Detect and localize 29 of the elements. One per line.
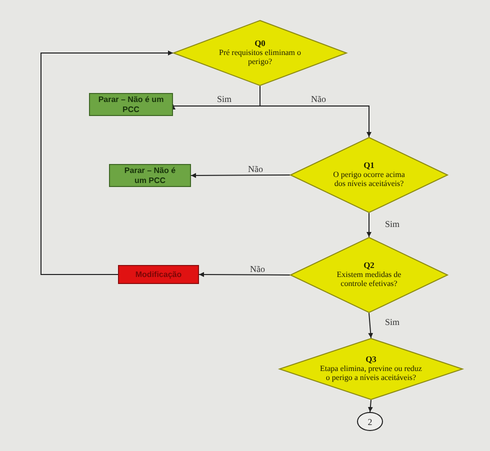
arrow bbox=[40, 50, 174, 275]
arrow bbox=[260, 86, 372, 138]
edge-label: Sim bbox=[216, 95, 233, 104]
decision-diamond bbox=[279, 338, 463, 400]
decision-diamond bbox=[290, 237, 448, 313]
question-number: Q2 bbox=[364, 261, 374, 271]
arrow bbox=[366, 212, 372, 238]
question-number: Q3 bbox=[366, 355, 376, 365]
edge-label: Sim bbox=[384, 220, 401, 229]
decision-diamond bbox=[290, 137, 448, 213]
edge-label: Sim bbox=[384, 318, 401, 327]
question-text: O perigo ocorre acima dos níveis aceitáveis? bbox=[332, 170, 406, 189]
edge-label: Não bbox=[247, 165, 264, 174]
modification-box: Modificação bbox=[118, 265, 199, 284]
question-number: Q0 bbox=[254, 39, 266, 49]
stop-box: Parar – Não é um PCC bbox=[89, 93, 173, 116]
arrow bbox=[198, 272, 290, 278]
question-number: Q1 bbox=[364, 161, 374, 171]
arrow bbox=[368, 312, 374, 338]
connector-circle: 2 bbox=[357, 412, 383, 431]
edge-label: Não bbox=[310, 95, 327, 104]
question-text: Existem medidas de controle efetivas? bbox=[336, 270, 402, 289]
edge-label: Não bbox=[249, 265, 266, 274]
stop-box: Parar – Não é um PCC bbox=[109, 164, 191, 187]
arrow bbox=[368, 400, 373, 412]
question-text: Pré requisitos eliminam o perigo? bbox=[218, 48, 302, 67]
question-text: Etapa elimina, previne ou reduz o perigo a níveis aceitáveis? bbox=[319, 364, 423, 383]
decision-diamond bbox=[173, 20, 347, 86]
arrow bbox=[190, 172, 290, 178]
